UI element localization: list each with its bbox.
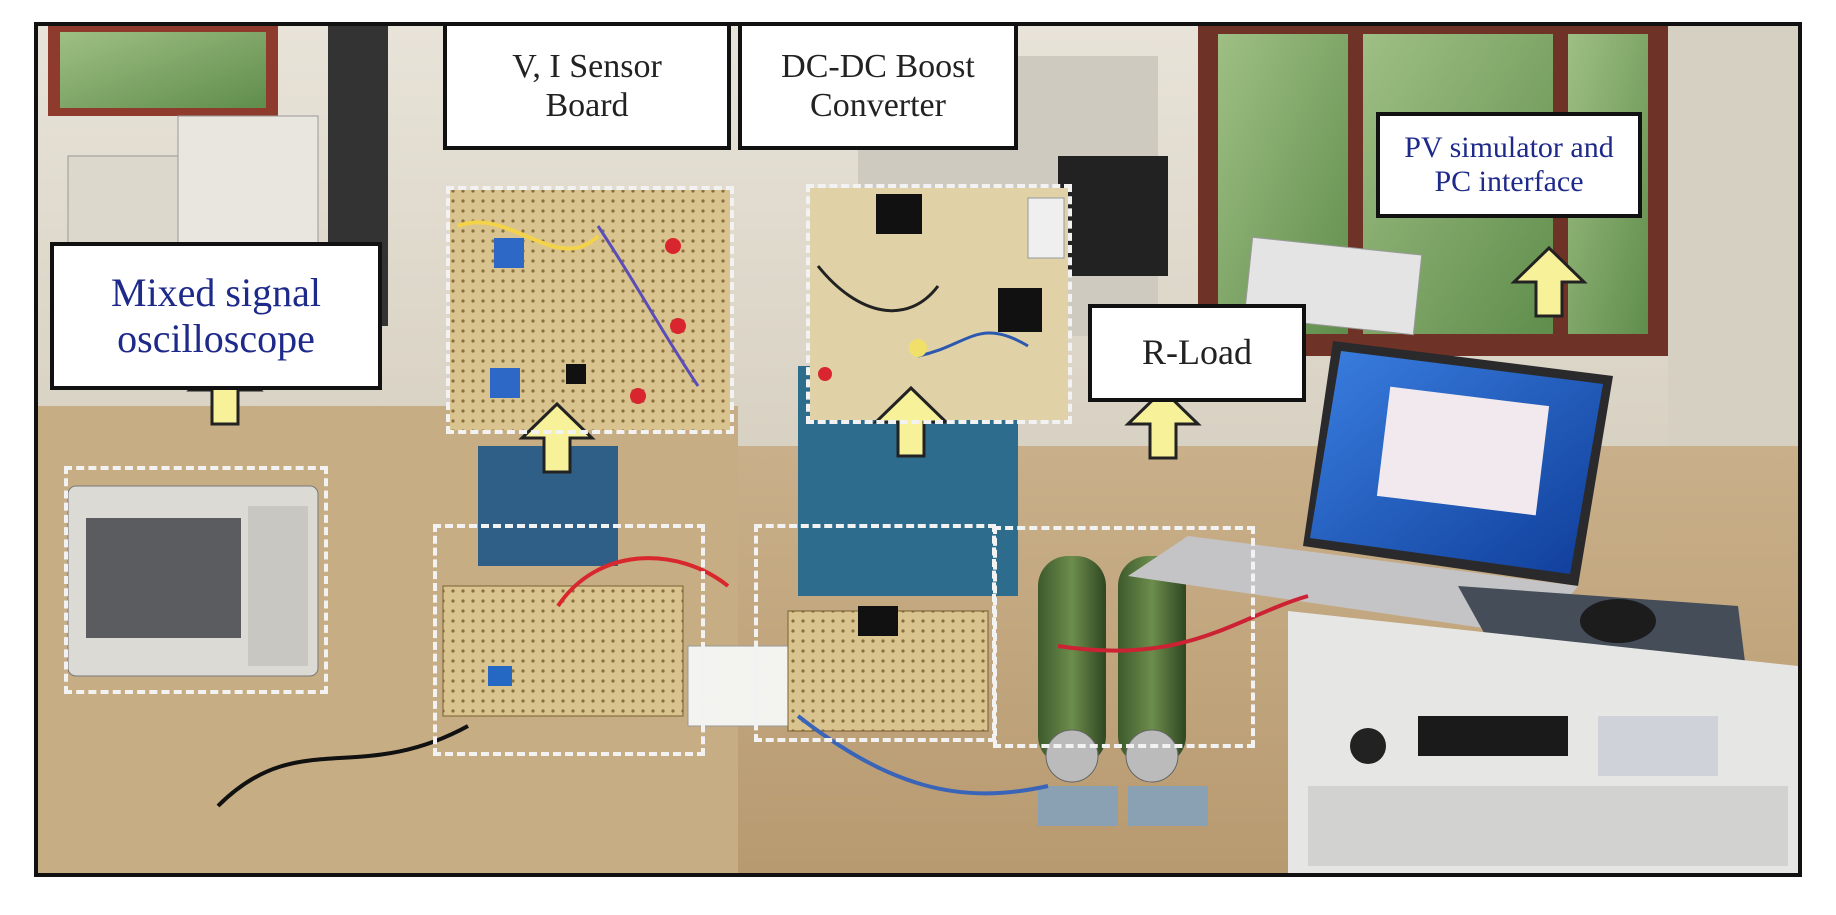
pv-simulator-label-line1: PV simulator and [1404,130,1614,164]
boost-converter-label: DC-DC Boost Converter [738,26,1018,150]
oscilloscope-highlight-box [64,466,328,694]
pv-simulator-label-line2: PC interface [1434,165,1584,198]
boost-converter-inset [810,188,1068,420]
oscilloscope-label-line2: oscilloscope [117,316,315,361]
r-load-highlight-box [993,526,1255,748]
r-load-label: R-Load [1088,304,1306,402]
sensor-board-inset [450,190,730,430]
arrow-r-load [1124,387,1202,460]
arrow-sensor-board [518,401,596,474]
photo-frame: V, I Sensor Board DC-DC Boost Converter … [34,22,1802,877]
boost-converter-inset-border [806,184,1072,424]
oscilloscope-label-line1: Mixed signal [111,270,321,315]
oscilloscope-label: Mixed signal oscilloscope [50,242,382,390]
r-load-label-text: R-Load [1142,332,1252,373]
boost-converter-label-line2: Converter [810,87,946,124]
boost-converter-label-line1: DC-DC Boost [781,47,975,85]
boost-converter-highlight-box [754,524,996,742]
sensor-board-inset-border [446,186,734,434]
arrow-pv-simulator [1510,245,1588,318]
sensor-board-label-line1: V, I Sensor [512,47,662,85]
sensor-board-label-line2: Board [545,87,629,124]
pv-simulator-label: PV simulator and PC interface [1376,112,1642,218]
sensor-board-highlight-box [433,524,705,756]
sensor-board-label: V, I Sensor Board [443,26,731,150]
